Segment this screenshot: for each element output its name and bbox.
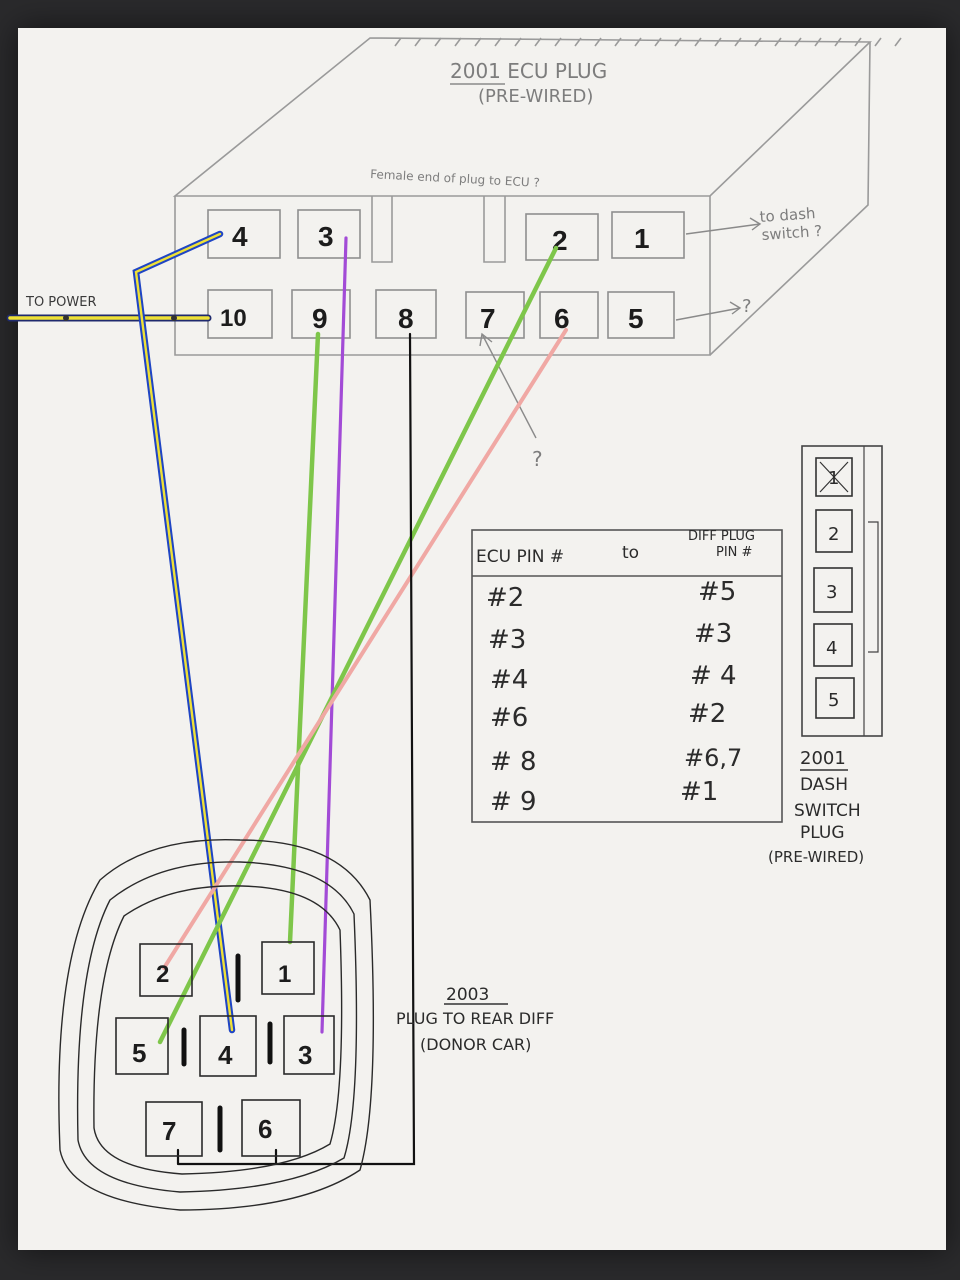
svg-text:5: 5 (132, 1038, 146, 1068)
dash-pin-2: 2 (815, 509, 853, 553)
table-header-diff-2: PIN # (716, 545, 752, 560)
svg-text:(DONOR CAR): (DONOR CAR) (420, 1035, 531, 1054)
pin7-question: ? (532, 447, 543, 471)
svg-text:2003: 2003 (446, 985, 489, 1005)
svg-text:1: 1 (278, 961, 291, 988)
ecu-plug-subtitle: (PRE-WIRED) (478, 86, 593, 107)
svg-text:PLUG: PLUG (800, 823, 845, 843)
table-header-diff-1: DIFF PLUG (688, 529, 755, 544)
ecu-plug-box (172, 37, 902, 356)
svg-text:DASH: DASH (800, 775, 848, 795)
svg-text:3: 3 (826, 582, 837, 603)
dash-pin-5: 5 (815, 677, 855, 719)
svg-text:3: 3 (298, 1040, 312, 1070)
svg-text:PLUG TO REAR DIFF: PLUG TO REAR DIFF (396, 1009, 554, 1028)
svg-text:(PRE-WIRED): (PRE-WIRED) (768, 848, 864, 866)
table-row-6-diff: #1 (680, 777, 718, 807)
ecu-plug-title: 2001 ECU PLUG (450, 59, 607, 83)
table-row-2-diff: #3 (694, 619, 732, 649)
svg-text:2: 2 (828, 524, 839, 545)
table-row-1-ecu: #2 (486, 583, 524, 613)
table-row-2-ecu: #3 (488, 625, 526, 655)
svg-text:2: 2 (156, 961, 169, 988)
table-row-6-ecu: # 9 (490, 787, 537, 817)
annotation-arrows (479, 217, 762, 439)
svg-text:4: 4 (826, 638, 837, 659)
table-row-4-diff: #2 (688, 699, 726, 729)
ecu-pin-10: 10 (207, 289, 273, 339)
ecu-pin-2: 2 (525, 213, 599, 261)
diff-plug-keys (181, 953, 273, 1153)
svg-text:4: 4 (232, 221, 248, 252)
wire-ecu3-diff3 (320, 236, 348, 1034)
to-power-label: TO POWER (25, 295, 96, 310)
to-dash-note-line2: switch ? (761, 222, 823, 244)
dash-pin-4: 4 (813, 623, 853, 667)
ecu-pin-6: 6 (539, 291, 599, 339)
dash-pin-1: 1 (815, 457, 853, 497)
ecu-pin-9: 9 (291, 289, 351, 339)
ecu-pin-5: 5 (607, 291, 675, 339)
pin5-question: ? (742, 296, 752, 317)
svg-text:6: 6 (258, 1114, 272, 1144)
table-row-3-ecu: #4 (490, 665, 528, 695)
pin-table: ECU PIN # to DIFF PLUG PIN # #2 #5 #3 #3… (471, 529, 783, 823)
table-row-3-diff: # 4 (690, 661, 737, 691)
dash-switch-plug: 1 2 3 4 5 (801, 445, 883, 737)
wire-ecu2-diff5 (157, 245, 559, 1045)
diff-pin-2: 2 (139, 943, 193, 997)
svg-text:6: 6 (554, 303, 570, 334)
diff-plug-label: 2003 PLUG TO REAR DIFF (DONOR CAR) (396, 985, 554, 1054)
table-header-ecu: ECU PIN # (476, 547, 564, 567)
wire-ecu8-diff67 (176, 332, 416, 1166)
ecu-plug-note: Female end of plug to ECU ? (370, 167, 540, 190)
diff-pin-4: 4 (199, 1015, 257, 1077)
svg-text:8: 8 (398, 303, 414, 334)
svg-text:5: 5 (828, 690, 839, 711)
wire-ecu4-diff4 (132, 230, 236, 1034)
diff-pin-3: 3 (283, 1015, 335, 1075)
table-row-5-diff: #6,7 (684, 744, 742, 772)
table-row-1-diff: #5 (698, 577, 736, 607)
svg-text:4: 4 (218, 1040, 233, 1070)
ecu-pin-1: 1 (611, 211, 685, 259)
svg-text:10: 10 (220, 305, 247, 332)
ecu-pin-8: 8 (375, 289, 437, 339)
wire-ecu9-diff1 (287, 331, 321, 945)
diff-pin-7: 7 (145, 1101, 203, 1157)
table-header-to: to (622, 543, 639, 563)
svg-text:5: 5 (628, 303, 644, 334)
dash-pin-3: 3 (813, 567, 853, 613)
diff-pin-1: 1 (261, 941, 315, 995)
ecu-pin-4: 4 (207, 209, 281, 259)
to-dash-note-line1: to dash (759, 204, 816, 226)
table-row-5-ecu: # 8 (490, 747, 537, 777)
ecu-pin-3: 3 (297, 209, 361, 259)
ecu-bottom-row: 10 9 8 7 6 5 (207, 289, 675, 339)
ecu-top-row: 4 3 2 1 (207, 209, 685, 261)
diff-pin-5: 5 (115, 1017, 169, 1075)
svg-text:3: 3 (318, 221, 334, 252)
paper-sheet (18, 28, 946, 1250)
dash-plug-label: 2001 DASH SWITCH PLUG (PRE-WIRED) (768, 748, 864, 866)
svg-text:9: 9 (312, 303, 328, 334)
diff-plug-outline (58, 838, 375, 1211)
svg-text:1: 1 (828, 468, 839, 489)
diff-plug-pins: 2 1 5 4 3 7 6 (115, 941, 335, 1157)
svg-text:2001: 2001 (800, 748, 846, 769)
svg-text:SWITCH: SWITCH (794, 801, 861, 821)
table-row-4-ecu: #6 (490, 703, 528, 733)
svg-text:7: 7 (162, 1116, 176, 1146)
svg-text:1: 1 (634, 223, 650, 254)
diff-pin-6: 6 (241, 1099, 301, 1157)
svg-text:7: 7 (480, 303, 496, 334)
wire-to-power (6, 314, 212, 322)
